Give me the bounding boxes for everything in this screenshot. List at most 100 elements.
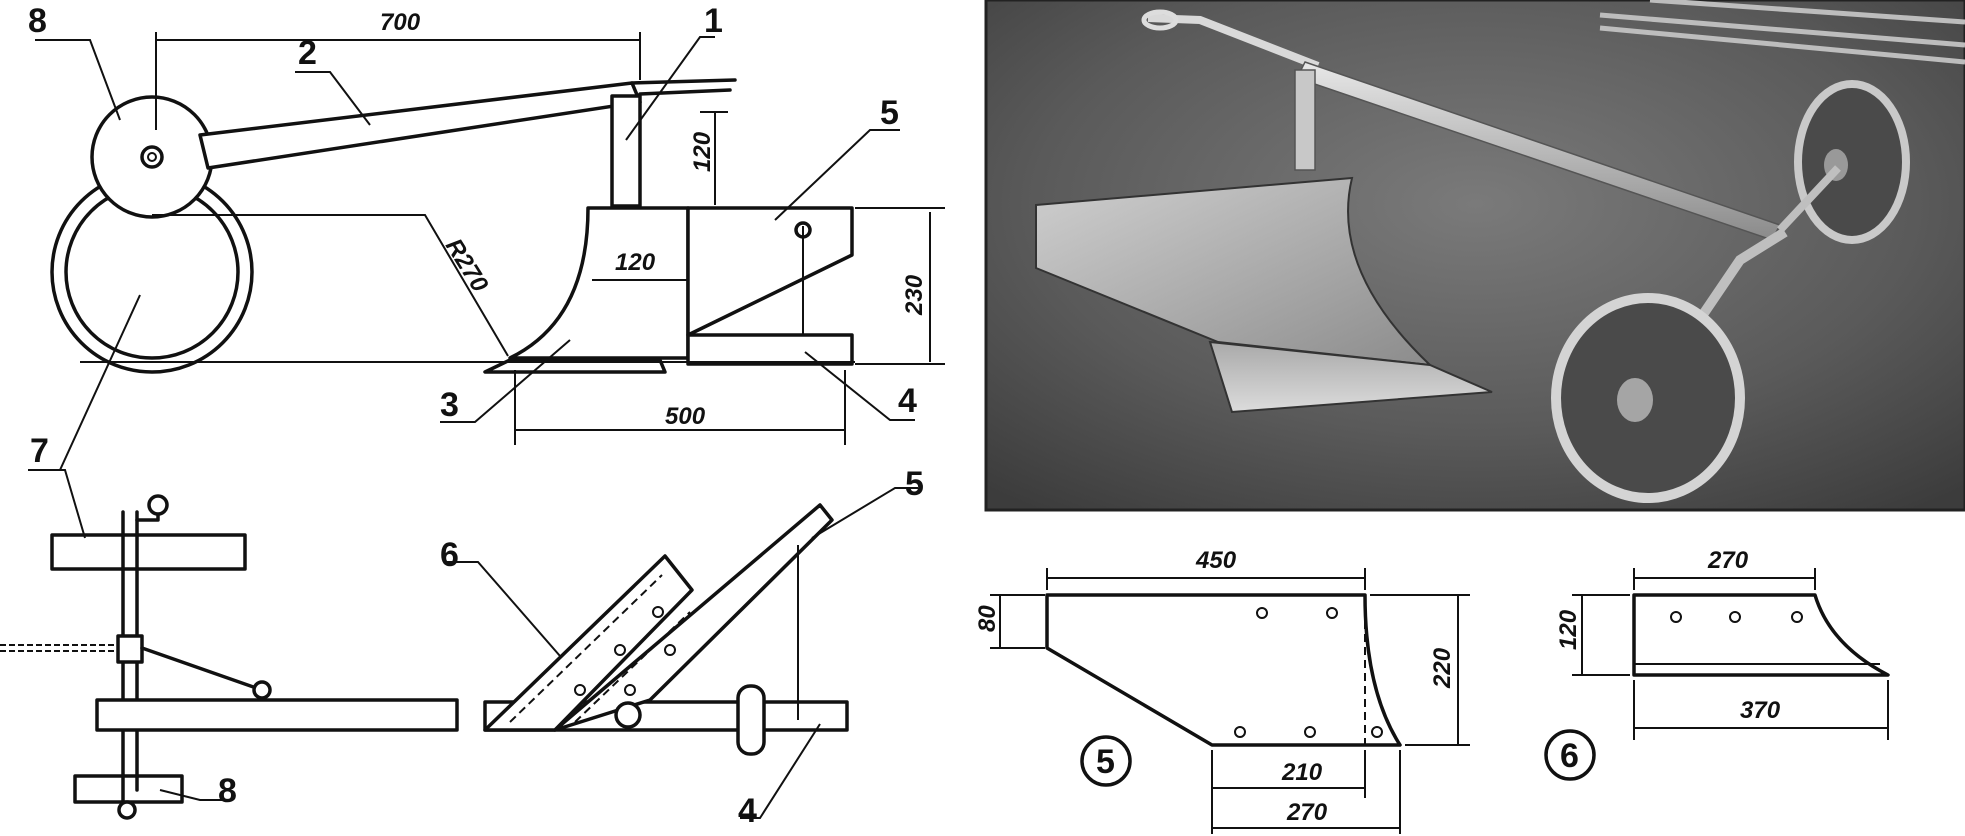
leader-4-mb (740, 723, 821, 819)
dim-120-post-line (700, 111, 728, 205)
part5-hole-2 (1326, 607, 1338, 619)
dim-120-post: 120 (689, 131, 716, 172)
photo-wheel-front-hub (1617, 378, 1653, 422)
part5-dim-450: 450 (1195, 547, 1237, 574)
dim-120-share: 120 (615, 249, 656, 276)
part6-dim-270: 270 (1707, 547, 1749, 574)
leader-8 (35, 39, 121, 121)
part5-outline (1045, 593, 1402, 747)
leader-1 (625, 36, 715, 141)
callout-5: 5 (880, 94, 899, 132)
part6-dim-370: 370 (1740, 697, 1781, 724)
photo-axle (1777, 165, 1841, 233)
detail-tow-rod (0, 644, 118, 652)
part5-dim-top (1046, 568, 1366, 590)
part-5-drawing: 5 450 80 220 210 270 (974, 547, 1470, 834)
dim-radius-line (152, 214, 509, 357)
mb-hole-2 (614, 644, 626, 656)
part5-dim-270: 270 (1286, 799, 1328, 826)
mb-share-dashes (509, 574, 691, 723)
moldboard-bolt (794, 221, 812, 239)
callout-2: 2 (298, 34, 317, 72)
runner (686, 333, 854, 366)
post (610, 94, 642, 208)
part5-hole-3 (1234, 726, 1246, 738)
small-wheel-axle (147, 152, 157, 162)
part5-dim-220: 220 (1429, 647, 1456, 689)
dim-700: 700 (380, 9, 421, 36)
part5-hole-4 (1304, 726, 1316, 738)
detail-nut-top (147, 494, 169, 516)
leader-7-detail (28, 469, 86, 539)
detail-wheel-8 (73, 774, 184, 804)
detail-wheel-7 (50, 533, 247, 571)
mb-hole-3 (574, 684, 586, 696)
mb-hole-5 (624, 684, 636, 696)
leader-8-detail (159, 789, 232, 801)
moldboard-view: 4 5 6 (440, 465, 924, 830)
callout-3: 3 (440, 386, 459, 424)
mb-pivot (614, 701, 642, 729)
plough-body (508, 206, 690, 360)
leader-3 (440, 339, 571, 423)
small-wheel (90, 95, 214, 219)
detail-nut-bottom (117, 800, 137, 820)
part6-hole-2 (1729, 611, 1741, 623)
small-wheel-hub (140, 145, 164, 169)
leader-5-top (774, 129, 900, 221)
part5-badge (1080, 735, 1132, 787)
detail-clamp (116, 634, 144, 664)
mb-share-plate (483, 554, 694, 732)
beam-handle (630, 78, 737, 96)
part5-dim-bottom-outer (1211, 750, 1401, 834)
leader-5-mb (811, 487, 918, 539)
dim-700-line (155, 32, 641, 130)
part6-dim-top (1633, 568, 1816, 590)
share-tip (483, 358, 667, 374)
mb-hole-4 (664, 644, 676, 656)
part5-hole-1 (1256, 607, 1268, 619)
photo-handle-loop (1141, 9, 1179, 31)
part6-hole-3 (1791, 611, 1803, 623)
photo-post (1294, 69, 1316, 171)
part6-dim-left (1572, 594, 1630, 676)
part6-dim-120: 120 (1555, 609, 1582, 650)
part5-dim-bottom-inner (1212, 750, 1366, 798)
part6-badge (1544, 729, 1596, 781)
mb-link (736, 684, 766, 756)
moldboard (686, 206, 854, 337)
part-6-drawing: 6 270 120 370 (1544, 547, 1890, 781)
mb-moldboard (553, 503, 834, 732)
dim-230-line (855, 207, 945, 365)
photo-handle (1147, 14, 1320, 70)
callout-1: 1 (704, 2, 723, 40)
leader-2 (295, 71, 371, 126)
part5-badge-label: 5 (1096, 743, 1115, 781)
mb-hole-1 (652, 606, 664, 618)
side-view: 1 2 3 4 5 7 8 700 120 120 230 R270 500 (28, 2, 945, 471)
plough-photo (984, 0, 1965, 512)
callout-4: 4 (898, 382, 917, 420)
leader-6 (445, 561, 561, 657)
detail-brace-bolt (252, 680, 272, 700)
photo-wheel-rear (1794, 80, 1910, 244)
part5-dim-80: 80 (974, 605, 1001, 632)
part6-outline (1632, 593, 1890, 677)
part5-dim-left (990, 594, 1045, 649)
wheel-detail: 7 8 (0, 469, 459, 820)
leader-4-top (804, 351, 915, 421)
part5-hole-5 (1371, 726, 1383, 738)
mb-callout-5: 5 (905, 465, 924, 503)
mb-callout-6: 6 (440, 536, 459, 574)
detail-brace (140, 646, 264, 692)
part6-hole-1 (1670, 611, 1682, 623)
part6-dim-bottom (1633, 680, 1889, 740)
part6-badge-label: 6 (1560, 737, 1579, 775)
beam (198, 81, 642, 170)
dim-230: 230 (901, 274, 928, 316)
photo-share (1208, 340, 1493, 414)
part5-dim-210: 210 (1281, 759, 1323, 786)
dim-radius: R270 (440, 234, 494, 298)
detail-beam (95, 698, 459, 732)
